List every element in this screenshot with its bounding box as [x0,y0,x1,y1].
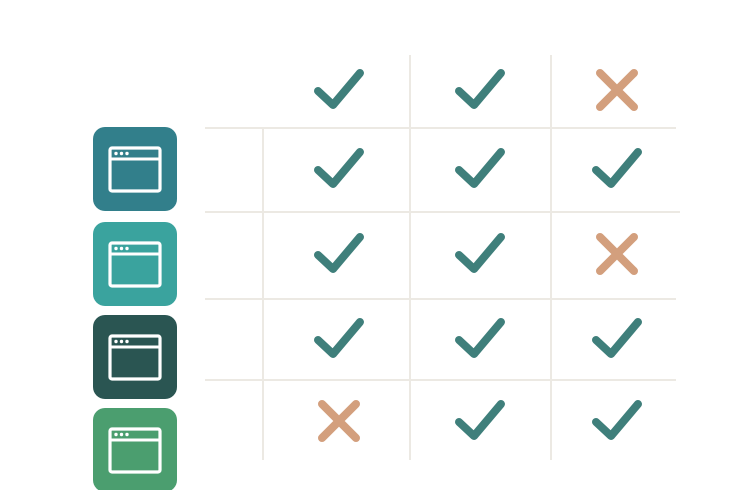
browser-window-icon [108,241,162,288]
check-icon [455,318,505,358]
row-icon-tile [93,127,177,211]
tile-background [93,408,177,490]
check-icon [455,400,505,440]
check-icon [314,148,364,188]
cross-icon [596,69,638,111]
row-icon-tile [93,222,177,306]
check-icon [455,148,505,188]
grid-lines [205,55,680,460]
check-icon [592,148,642,188]
row-icon-tile [93,408,177,490]
tile-background [93,315,177,399]
browser-window-icon [108,334,162,381]
check-icon [592,400,642,440]
check-icon [314,69,364,109]
check-icon [314,318,364,358]
check-icon [592,318,642,358]
browser-window-icon [108,427,162,474]
check-icon [455,69,505,109]
tile-background [93,222,177,306]
mark-cells [314,69,642,442]
browser-window-icon [108,146,162,193]
check-icon [314,233,364,273]
tile-background [93,127,177,211]
cross-icon [318,400,360,442]
check-icon [455,233,505,273]
row-icon-tile [93,315,177,399]
row-icon-column [93,127,177,490]
cross-icon [596,233,638,275]
